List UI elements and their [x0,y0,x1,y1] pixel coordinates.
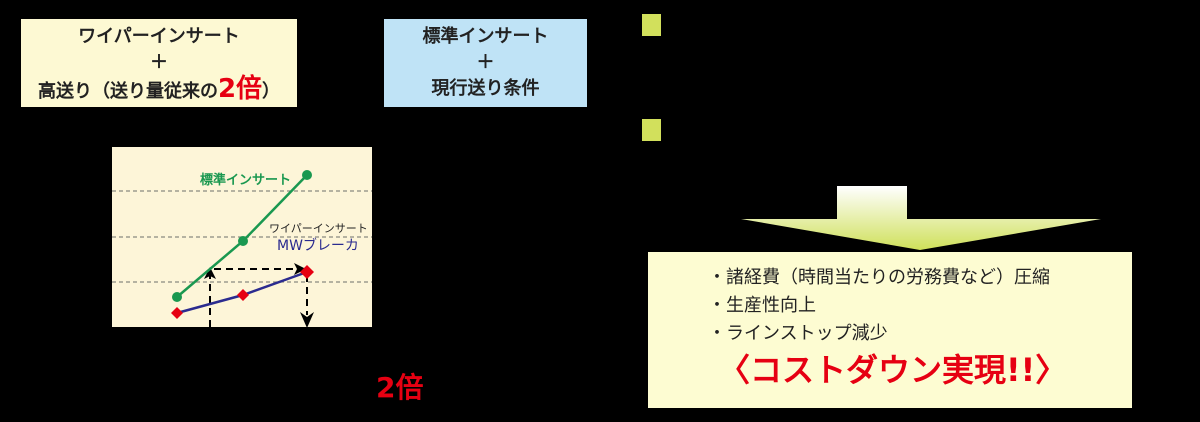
arrow-right-head-icon [294,263,306,275]
mw-breaker-series-label: MWブレーカ [277,238,359,254]
data-point-diamond [171,307,183,319]
benefit-item: ・諸経費（時間当たりの労務費など）圧縮 [708,267,1050,288]
high-feed-suffix: ） [262,81,281,102]
standard-insert-title: 標準インサート [422,26,549,47]
down-arrow-icon [741,186,1101,250]
chart-plot [112,170,372,327]
square-bullet-icon [642,14,661,36]
double-feed-emphasis: 2倍 [217,74,263,104]
data-point-diamond [237,289,249,301]
benefit-item: ・生産性向上 [708,295,816,316]
current-feed-condition: 現行送り条件 [431,78,540,99]
high-feed-prefix: 高送り（送り量従来の [37,81,218,102]
feed-comparison-chart: 標準インサート ワイパーインサート MWブレーカ [112,147,372,327]
data-point-circle [172,292,182,302]
data-point-circle [302,170,312,180]
data-point-diamond [300,265,314,279]
wiper-insert-condition-box: ワイパーインサート ＋ 高送り（送り量従来の2倍） [21,19,297,107]
arrow-up-head-icon [204,267,216,279]
standard-insert-condition-box: 標準インサート ＋ 現行送り条件 [384,19,587,107]
plus-sign: ＋ [476,52,495,73]
standard-insert-series-label: 標準インサート [200,173,292,188]
benefits-box: ・諸経費（時間当たりの労務費など）圧縮 ・生産性向上 ・ラインストップ減少 〈コ… [648,252,1132,408]
square-bullet-icon [642,119,661,141]
data-point-circle [238,236,248,246]
cost-reduction-headline: 〈コストダウン実現!!〉 [718,351,1068,389]
plus-sign: ＋ [150,52,168,73]
double-feed-label: 2倍 [376,371,424,404]
wiper-insert-title: ワイパーインサート [78,26,240,47]
wiper-insert-series-label: ワイパーインサート [269,222,368,235]
arrow-down-head-icon [300,312,314,327]
high-feed-condition: 高送り（送り量従来の2倍） [21,76,297,105]
benefit-item: ・ラインストップ減少 [708,323,888,344]
